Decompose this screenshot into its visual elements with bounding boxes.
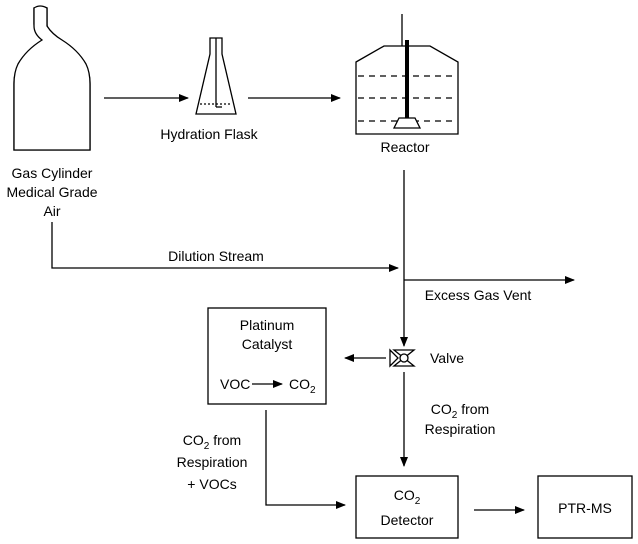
catalyst-reaction-to: CO2 — [289, 376, 316, 396]
excess-gas-vent-label: Excess Gas Vent — [425, 287, 532, 303]
co2-respiration-vocs-line3: + VOCs — [187, 476, 236, 492]
arrow-catalyst-to-detector — [265, 410, 346, 509]
gas-cylinder-label-line3: Air — [43, 203, 60, 219]
platinum-catalyst-label-line2: Catalyst — [242, 336, 293, 352]
ptr-ms-box — [537, 475, 633, 539]
catalyst-reaction-from: VOC — [220, 376, 250, 392]
dilution-stream-line — [51, 222, 399, 272]
co2-detector-box — [355, 475, 459, 539]
hydration-flask — [195, 37, 237, 115]
co2-detector-label-line2: Detector — [381, 512, 434, 528]
valve-label: Valve — [430, 350, 464, 366]
gas-cylinder-label-line2: Medical Grade — [6, 184, 97, 200]
reactor — [355, 14, 459, 135]
co2-respiration-vocs-line2: Respiration — [177, 454, 248, 470]
platinum-catalyst-box — [207, 307, 327, 405]
co2-detector-label-line1: CO2 — [394, 487, 421, 507]
hydration-flask-label: Hydration Flask — [160, 126, 258, 142]
co2-from-respiration-line2: Respiration — [425, 421, 496, 437]
platinum-catalyst-label-line1: Platinum — [240, 317, 294, 333]
valve-icon — [389, 348, 416, 368]
co2-from-respiration-line1: CO2 from — [431, 401, 489, 421]
reactor-label: Reactor — [380, 139, 429, 155]
co2-respiration-vocs-line1: CO2 from — [183, 432, 241, 452]
gas-cylinder-label-line1: Gas Cylinder — [12, 165, 93, 181]
dilution-stream-label: Dilution Stream — [168, 248, 264, 264]
gas-cylinder — [13, 5, 91, 151]
ptr-ms-label: PTR-MS — [558, 500, 612, 516]
